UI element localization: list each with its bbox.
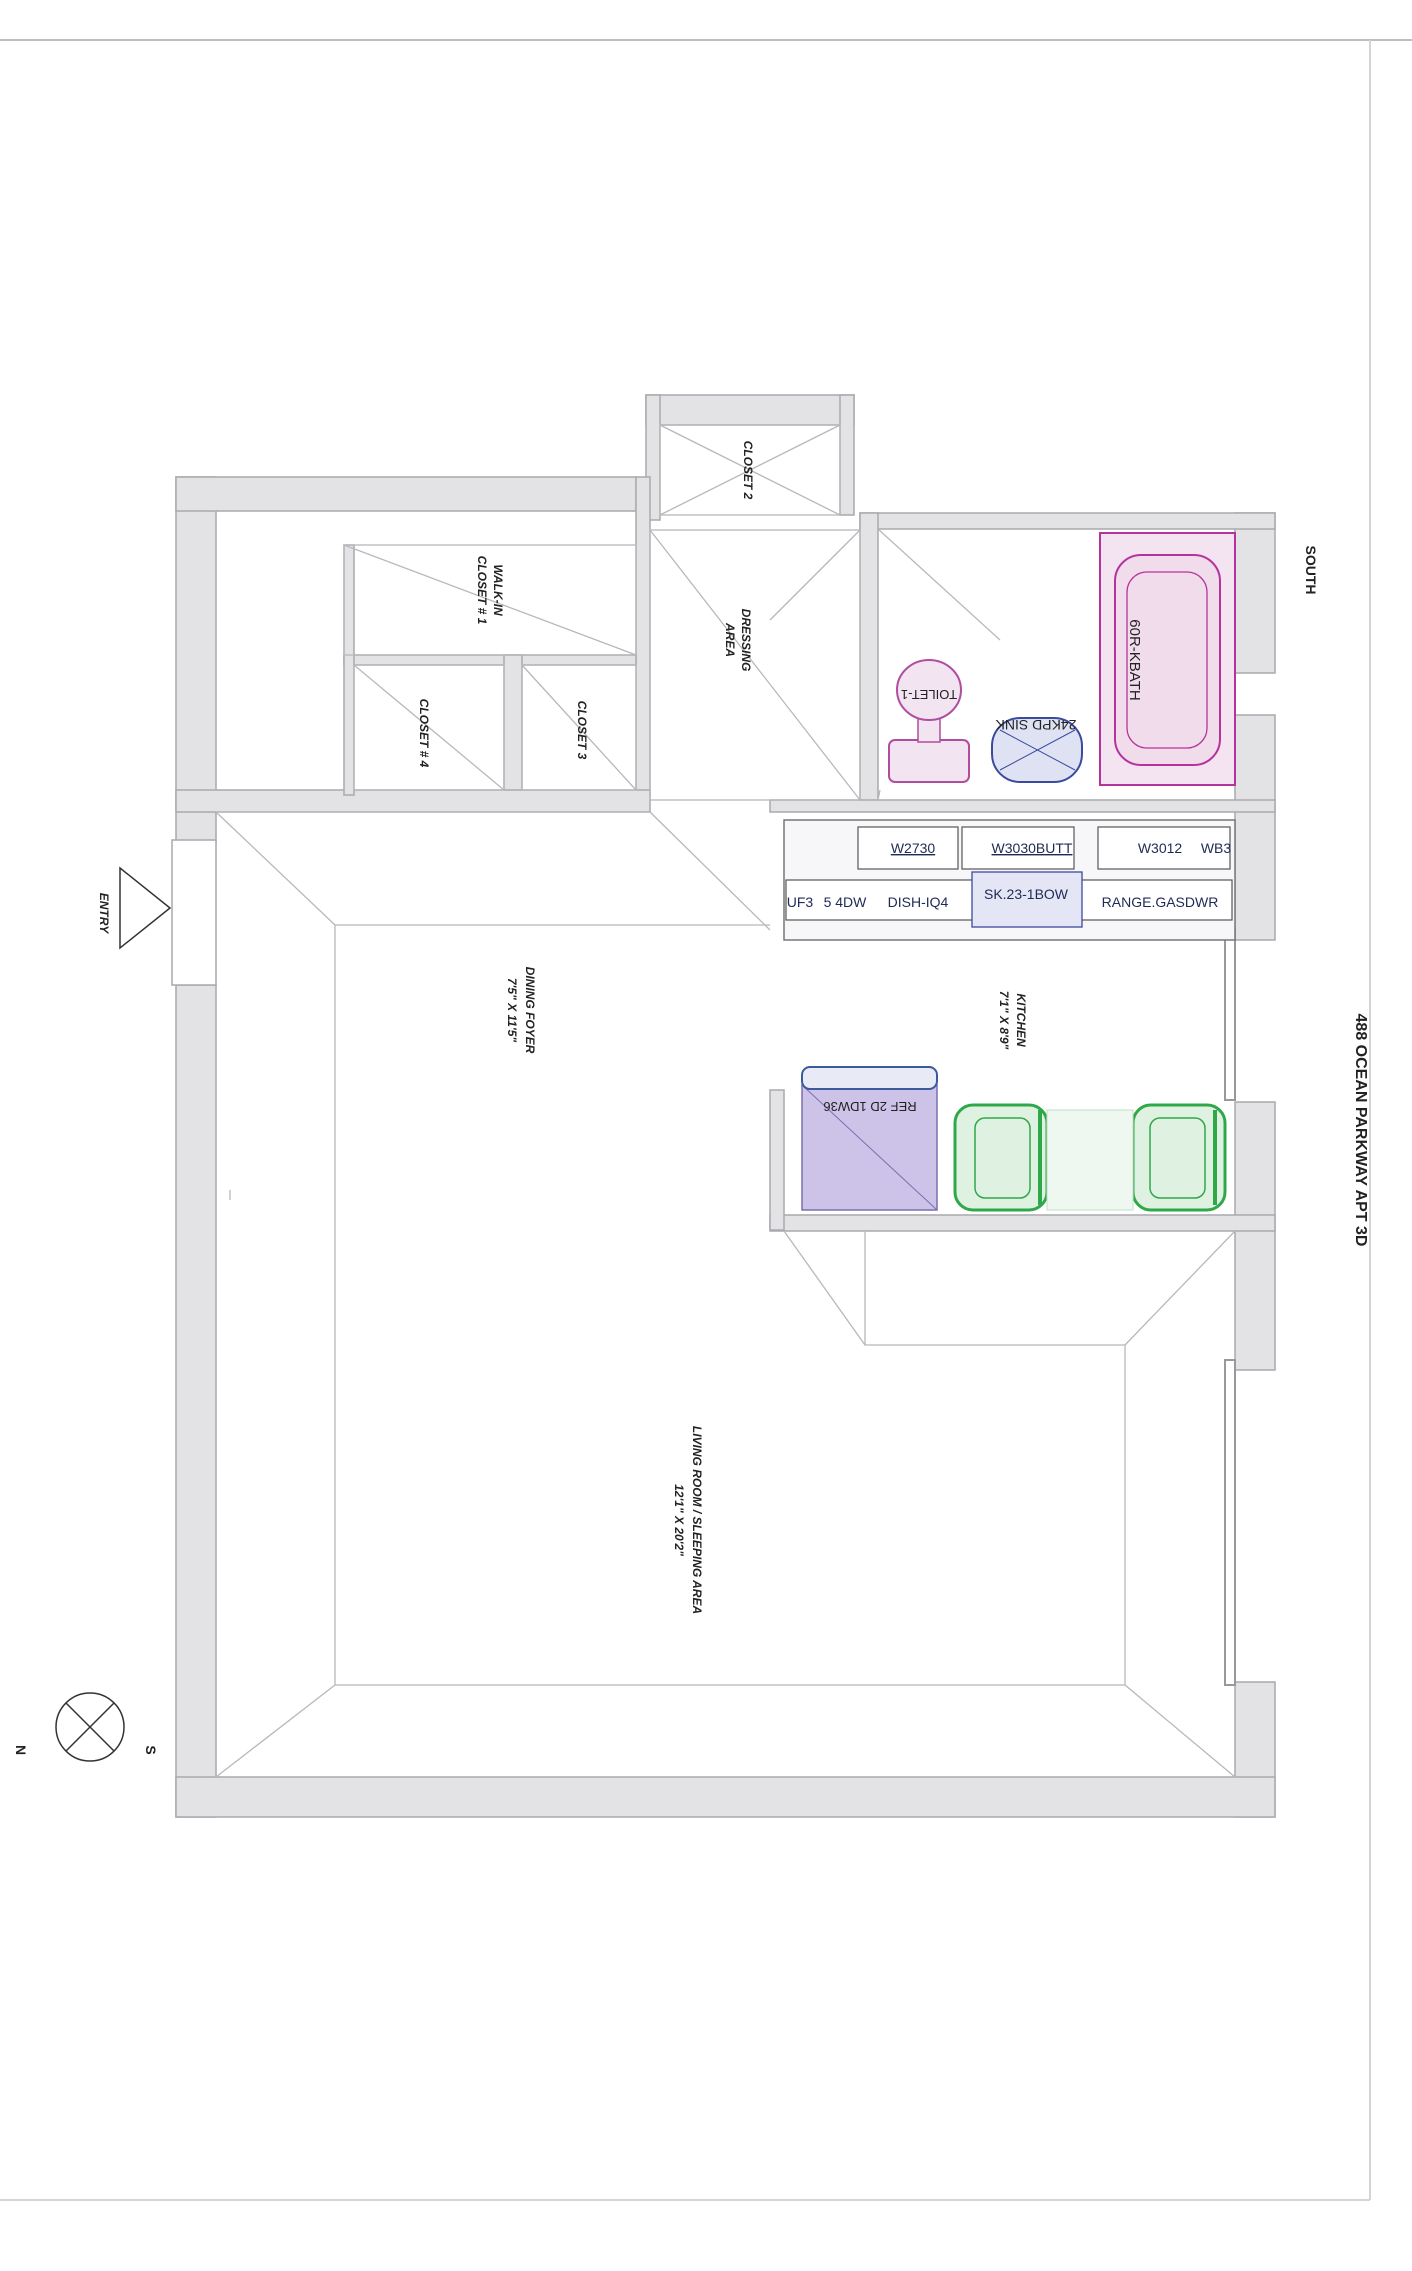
closet4-label: CLOSET # 4 bbox=[417, 699, 431, 768]
windows bbox=[1224, 929, 1236, 1686]
sink-label: 24KPD SINK bbox=[995, 717, 1077, 733]
bathtub: 60R-KBATH bbox=[1099, 532, 1236, 786]
dining-label: DINING FOYER bbox=[523, 967, 537, 1054]
closet2-outline bbox=[659, 424, 841, 516]
living-window bbox=[1224, 1359, 1236, 1686]
walkin-left-wall bbox=[343, 544, 355, 796]
dining-table bbox=[1046, 1109, 1134, 1211]
cabinet-w2730: W2730 bbox=[891, 840, 936, 856]
closet3-outline bbox=[521, 664, 637, 791]
south-label: SOUTH bbox=[1303, 546, 1319, 595]
closet3-4-divider bbox=[503, 654, 523, 796]
entry-door-opening bbox=[171, 839, 217, 986]
upper-cabinet-3 bbox=[1097, 826, 1231, 870]
kitchen-dims: 7'1" X 8'9" bbox=[997, 991, 1011, 1050]
room-labels: CLOSET 2 WALK-IN CLOSET # 1 DRESSING ARE… bbox=[417, 441, 1028, 1614]
east-wall-kitchen bbox=[1234, 1101, 1276, 1371]
closet-divider-wall bbox=[343, 654, 637, 666]
west-wall-lower bbox=[175, 984, 217, 1818]
closet2-label: CLOSET 2 bbox=[741, 441, 755, 500]
cabinet-sk23: SK.23-1BOW bbox=[984, 886, 1069, 902]
refrigerator-label: REF 2D 1DW36 bbox=[823, 1099, 916, 1114]
dining-dims: 7'5" X 11'5" bbox=[505, 978, 519, 1043]
closet2-right-wall bbox=[839, 394, 855, 516]
cabinet-w3030butt: W3030BUTT bbox=[992, 840, 1073, 856]
chair-1 bbox=[953, 1103, 1049, 1212]
toilet-label: TOILET-1 bbox=[901, 687, 957, 702]
bath-top-wall bbox=[859, 512, 1276, 530]
cabinet-range: RANGE.GASDWR bbox=[1102, 894, 1219, 910]
east-wall-bath bbox=[1234, 512, 1276, 674]
bath-left-wall bbox=[859, 512, 879, 802]
walkin-label-line2: CLOSET # 1 bbox=[475, 556, 489, 625]
west-wall-upper bbox=[175, 476, 217, 843]
kitchen-bottom-wall bbox=[769, 1214, 1276, 1232]
bathtub-label: 60R-KBATH bbox=[1126, 619, 1143, 700]
cabinet-uf3: UF3 bbox=[787, 894, 814, 910]
compass-n: N bbox=[13, 1745, 29, 1755]
dressing-label-line1: DRESSING bbox=[739, 609, 753, 672]
compass-icon bbox=[55, 1692, 125, 1762]
kitchen-sink bbox=[971, 871, 1083, 928]
closets-bottom-wall bbox=[175, 789, 651, 813]
kitchen-window bbox=[1224, 929, 1236, 1101]
walkin-label-line1: WALK-IN bbox=[491, 564, 505, 616]
entry-label: ENTRY bbox=[97, 893, 111, 934]
bottom-wall bbox=[175, 1776, 1276, 1818]
closet2-top-wall bbox=[645, 394, 855, 426]
dressing-left-wall bbox=[635, 476, 651, 798]
refrigerator: REF 2D 1DW36 bbox=[801, 1066, 938, 1211]
living-label: LIVING ROOM / SLEEPING AREA bbox=[690, 1426, 704, 1614]
dressing-label-line2: AREA bbox=[723, 622, 737, 657]
chair-2 bbox=[1131, 1103, 1227, 1212]
room-guide-lines bbox=[215, 424, 1236, 1778]
vanity-sink: 24KPD SINK bbox=[991, 717, 1083, 783]
kitchen-left-wall bbox=[769, 1089, 785, 1231]
living-dims: 12'1" X 20'2" bbox=[672, 1484, 686, 1556]
closet3-label: CLOSET 3 bbox=[575, 701, 589, 760]
kitchen-counter: W2730 W3030BUTT W3012 WB3 UF3 5 4DW DISH… bbox=[783, 819, 1236, 941]
cabinet-wb3: WB3 bbox=[1201, 840, 1232, 856]
walkin-outline bbox=[343, 544, 637, 656]
cabinet-4dw: 5 4DW bbox=[824, 894, 868, 910]
east-wall-cabinets bbox=[1234, 714, 1276, 941]
cabinet-dish-iq4: DISH-IQ4 bbox=[888, 894, 949, 910]
north-wall-closets bbox=[175, 476, 637, 512]
dressing-outline bbox=[649, 529, 861, 801]
walls bbox=[175, 394, 1276, 1818]
kitchen-label: KITCHEN bbox=[1014, 993, 1028, 1047]
upper-cabinet-1 bbox=[857, 826, 959, 870]
entry-arrow-icon bbox=[119, 866, 172, 950]
cabinet-w3012: W3012 bbox=[1138, 840, 1183, 856]
closet4-outline bbox=[353, 664, 505, 791]
plan-title: 488 OCEAN PARKWAY APT 3D bbox=[1352, 1014, 1369, 1247]
toilet: TOILET-1 bbox=[888, 659, 970, 783]
compass-s: S bbox=[143, 1745, 159, 1754]
bath-bottom-wall bbox=[769, 799, 1276, 813]
upper-cabinet-2 bbox=[961, 826, 1075, 870]
